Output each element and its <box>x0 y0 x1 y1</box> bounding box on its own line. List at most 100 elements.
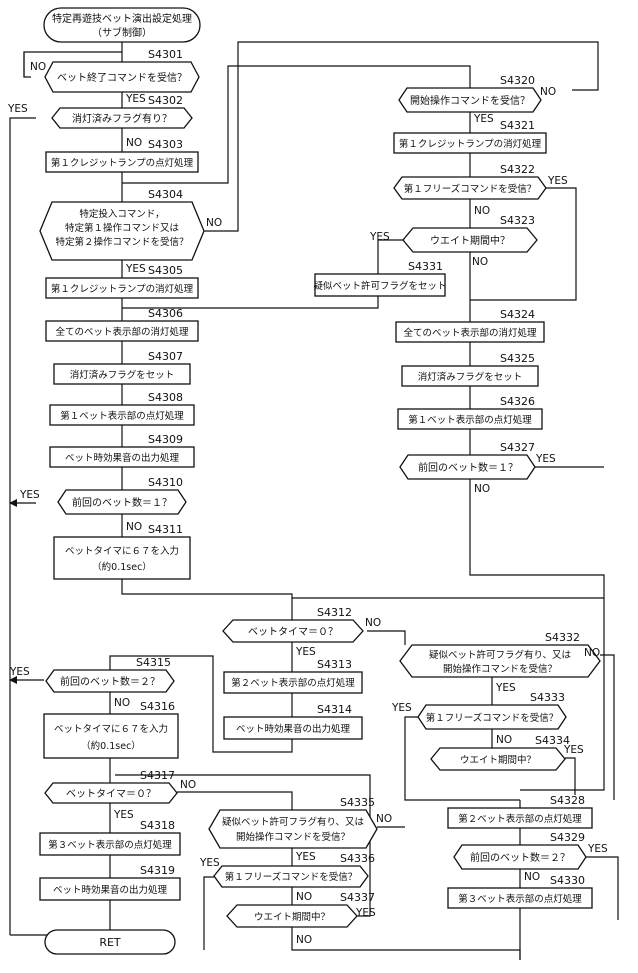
s4325-text: 消灯済みフラグをセット <box>418 371 523 383</box>
s4336-no-label: NO <box>296 891 312 903</box>
s4301-yes-label: YES <box>125 93 146 105</box>
edge-s4332-no <box>600 655 614 800</box>
s4335-no-label: NO <box>376 813 392 825</box>
end-terminal: RET <box>45 930 175 954</box>
edge-s4317-no <box>177 792 292 810</box>
s4330-text: 第３ベット表示部の点灯処理 <box>458 893 582 905</box>
s4336-text: 第１フリーズコマンドを受信？ <box>225 871 358 883</box>
s4302-id: S4302 <box>148 94 183 107</box>
s4335-id: S4335 <box>340 796 375 809</box>
s4333-yes-label: YES <box>391 702 412 714</box>
s4332-line2: 開始操作コマンドを受信？ <box>443 663 557 675</box>
s4323-text: ウエイト期間中？ <box>430 234 510 247</box>
s4308-id: S4308 <box>148 391 183 404</box>
s4337-text: ウエイト期間中？ <box>254 911 330 923</box>
node-s4327: 前回のベット数＝１？ S4327 <box>400 441 535 479</box>
s4304-line3: 特定第２操作コマンドを受信？ <box>55 236 188 248</box>
s4326-text: 第１ベット表示部の点灯処理 <box>408 414 532 426</box>
s4335-yes-label: YES <box>295 851 316 863</box>
s4305-id: S4305 <box>148 264 183 277</box>
s4327-text: 前回のベット数＝１？ <box>418 461 518 474</box>
s4304-line2: 特定第１操作コマンド又は <box>65 222 180 234</box>
s4301-id: S4301 <box>148 48 183 61</box>
s4308-text: 第１ベット表示部の点灯処理 <box>60 410 184 422</box>
s4320-yes-label: YES <box>473 113 494 125</box>
s4333-text: 第１フリーズコマンドを受信？ <box>426 712 559 724</box>
s4317-text: ベットタイマ＝０？ <box>66 788 156 800</box>
s4337-id: S4337 <box>340 891 375 904</box>
s4301-no-label: NO <box>30 61 46 73</box>
s4337-no-label: NO <box>296 934 312 946</box>
s4327-yes-label: YES <box>535 453 556 465</box>
s4332-id: S4332 <box>545 631 580 644</box>
s4314-id: S4314 <box>317 703 352 716</box>
node-s4314: ベット時効果音の出力処理 S4314 <box>224 703 362 739</box>
s4319-id: S4319 <box>140 864 175 877</box>
s4311-line2: （約0.1sec） <box>92 561 152 573</box>
node-s4335: 疑似ベット許可フラグ有り、又は 開始操作コマンドを受信？ S4335 <box>209 796 377 848</box>
s4317-yes-label: YES <box>113 809 134 821</box>
s4329-text: 前回のベット数＝２？ <box>470 851 570 864</box>
s4337-yes-label: YES <box>355 907 376 919</box>
s4310-id: S4310 <box>148 476 183 489</box>
s4334-text: ウエイト期間中？ <box>460 754 536 766</box>
s4322-id: S4322 <box>500 163 535 176</box>
s4309-text: ベット時効果音の出力処理 <box>65 452 180 464</box>
s4322-no-label: NO <box>474 205 490 217</box>
s4307-text: 消灯済みフラグをセット <box>70 369 175 381</box>
s4336-yes-label: YES <box>199 857 220 869</box>
s4318-id: S4318 <box>140 819 175 832</box>
s4327-no-label: NO <box>474 483 490 495</box>
node-s4312: ベットタイマ＝０？ S4312 <box>223 606 363 642</box>
s4332-yes-label: YES <box>495 682 516 694</box>
s4316-line2: （約0.1sec） <box>81 740 141 752</box>
s4329-yes-label: YES <box>587 843 608 855</box>
s4310-text: 前回のベット数＝１？ <box>72 496 172 509</box>
s4312-text: ベットタイマ＝０？ <box>248 626 338 638</box>
s4321-text: 第１クレジットランプの消灯処理 <box>399 138 542 150</box>
s4302-yes-label: YES <box>7 103 28 115</box>
node-s4313: 第２ベット表示部の点灯処理 S4313 <box>224 658 362 693</box>
s4311-id: S4311 <box>148 523 183 536</box>
s4302-no-label: NO <box>126 137 142 149</box>
start-title: 特定再遊技ベット演出設定処理 <box>52 12 192 25</box>
s4334-yes-label: YES <box>563 744 584 756</box>
s4310-no-label: NO <box>126 521 142 533</box>
s4320-no-label: NO <box>540 86 556 98</box>
s4310-yes-label: YES <box>19 489 40 501</box>
s4320-id: S4320 <box>500 74 535 87</box>
s4307-id: S4307 <box>148 350 183 363</box>
s4309-id: S4309 <box>148 433 183 446</box>
node-s4331: 疑似ベット許可フラグをセット S4331 <box>313 260 446 296</box>
s4333-no-label: NO <box>496 734 512 746</box>
node-s4316: ベットタイマに６７を入力 （約0.1sec） S4316 <box>44 700 178 758</box>
s4303-text: 第１クレジットランプの点灯処理 <box>51 157 194 169</box>
s4317-no-label: NO <box>180 779 196 791</box>
s4319-text: ベット時効果音の出力処理 <box>53 884 168 896</box>
s4304-line1: 特定投入コマンド， <box>79 208 164 220</box>
s4316-line1: ベットタイマに６７を入力 <box>54 723 168 735</box>
s4332-line1: 疑似ベット許可フラグ有り、又は <box>429 649 572 661</box>
s4323-yes-label: YES <box>369 231 390 243</box>
s4332-no-label: NO <box>584 647 600 659</box>
s4311-line1: ベットタイマに６７を入力 <box>65 545 179 557</box>
edge-s4337-end <box>292 927 520 960</box>
s4336-id: S4336 <box>340 852 375 865</box>
s4316-id: S4316 <box>140 700 175 713</box>
s4326-id: S4326 <box>500 395 535 408</box>
s4322-text: 第１フリーズコマンドを受信？ <box>404 183 537 195</box>
s4301-text: ベット終了コマンドを受信？ <box>57 71 187 84</box>
s4323-no-label: NO <box>472 256 488 268</box>
s4312-yes-label: YES <box>295 646 316 658</box>
s4324-id: S4324 <box>500 308 535 321</box>
s4335-line1: 疑似ベット許可フラグ有り、又は <box>222 816 365 828</box>
s4312-id: S4312 <box>317 606 352 619</box>
s4329-id: S4329 <box>550 831 585 844</box>
s4320-text: 開始操作コマンドを受信？ <box>410 94 530 107</box>
s4331-id: S4331 <box>408 260 443 273</box>
s4314-text: ベット時効果音の出力処理 <box>236 723 351 735</box>
s4313-text: 第２ベット表示部の点灯処理 <box>231 677 355 689</box>
s4328-id: S4328 <box>550 794 585 807</box>
